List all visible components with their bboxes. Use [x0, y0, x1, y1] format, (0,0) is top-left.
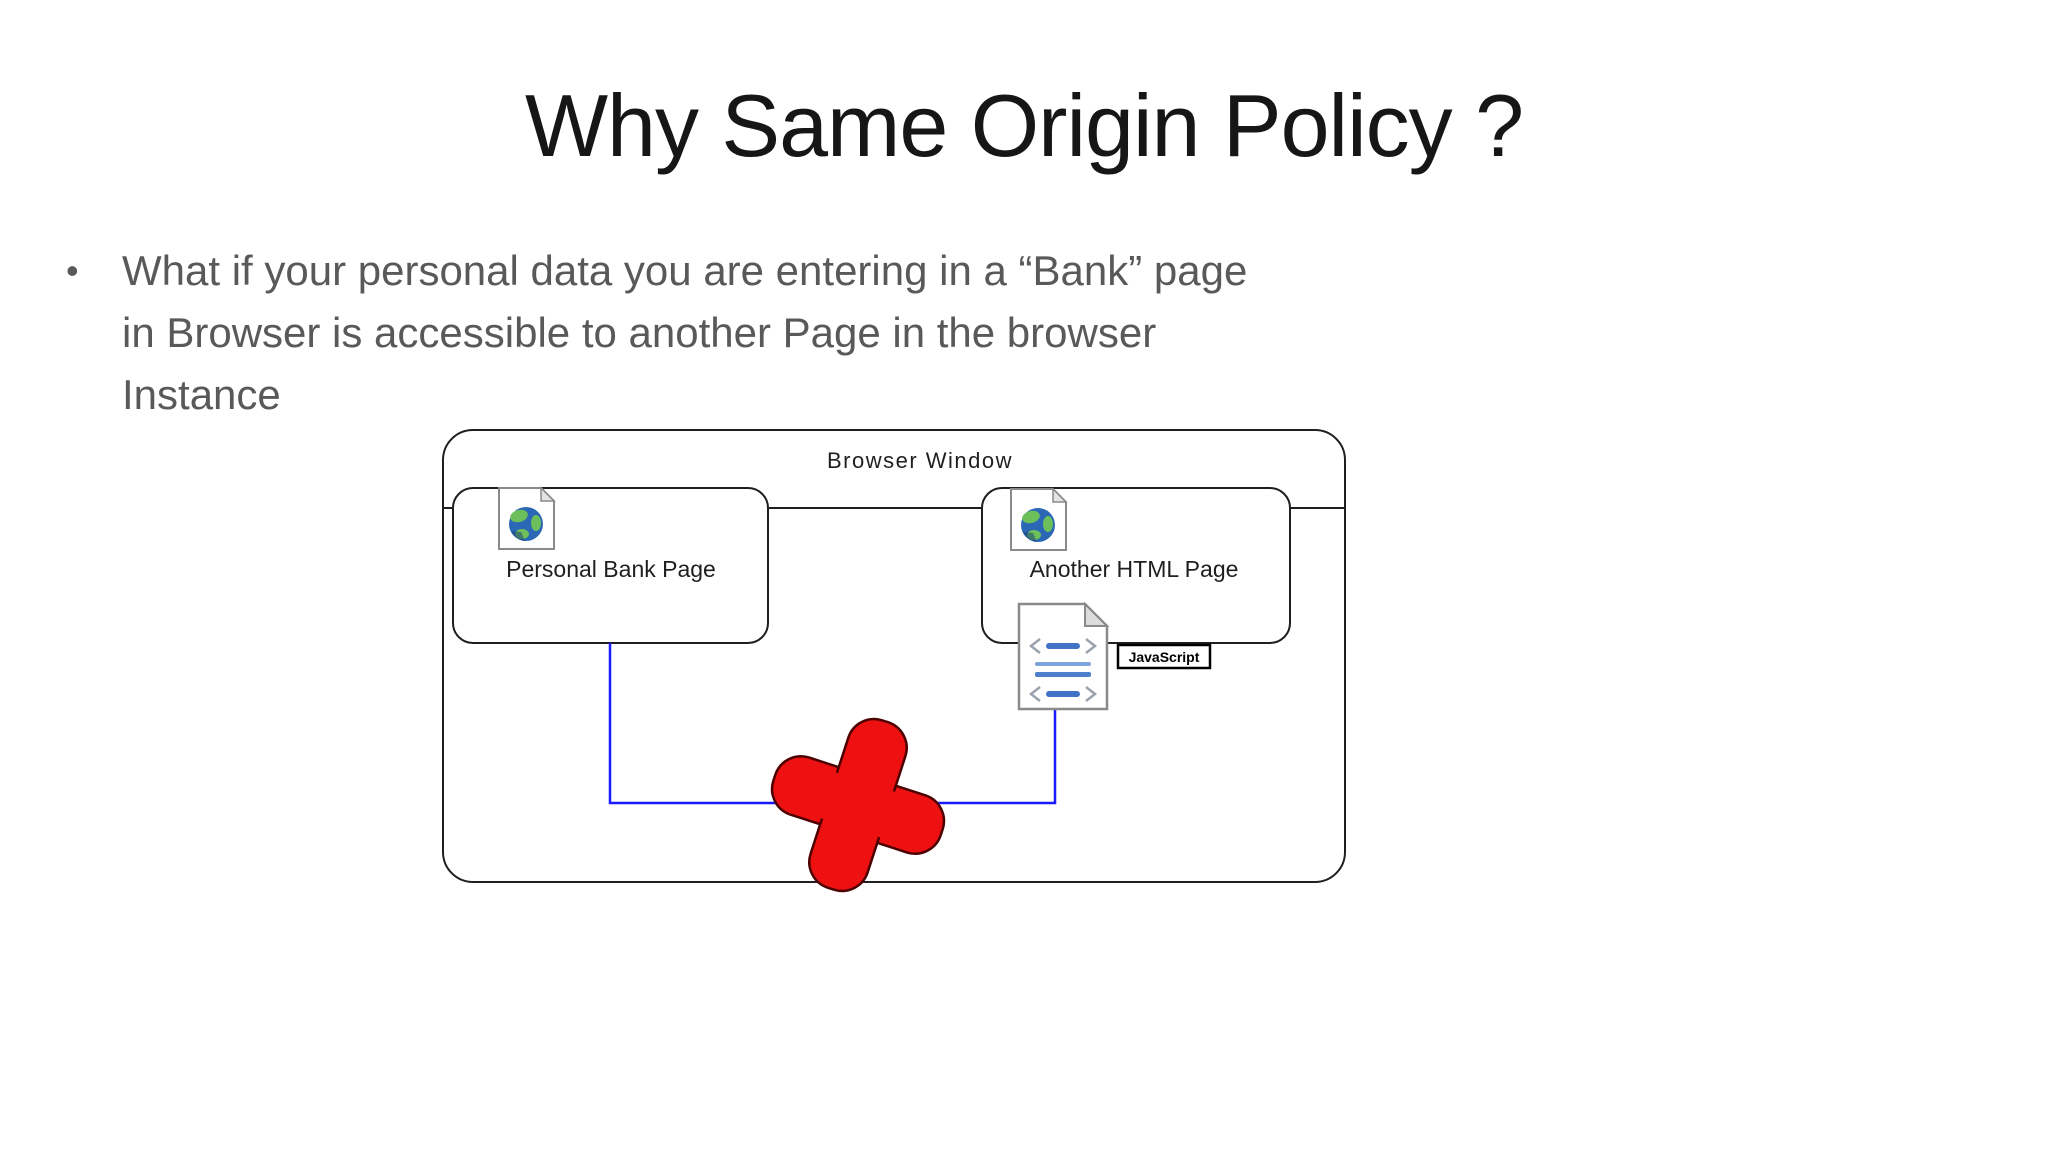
red-cross-blocked-icon [770, 717, 946, 893]
javascript-label-box: JavaScript [1116, 643, 1212, 670]
javascript-label: JavaScript [1129, 649, 1200, 665]
same-origin-diagram: Browser Window Personal Bank Page Anothe… [430, 420, 1360, 905]
bullet-line-1: What if your personal data you are enter… [122, 247, 1248, 294]
browser-window-label: Browser Window [827, 448, 1013, 473]
bullet-marker: • [66, 250, 79, 291]
bullet-line-2: in Browser is accessible to another Page… [122, 309, 1157, 356]
another-html-page-label: Another HTML Page [1030, 556, 1239, 582]
html-page-globe-icon [498, 486, 556, 550]
html-page-globe-icon [1010, 487, 1068, 551]
javascript-code-document-icon [1017, 601, 1110, 711]
personal-bank-page-label: Personal Bank Page [506, 556, 716, 582]
bullet-text: What if your personal data you are enter… [122, 240, 1247, 426]
browser-window-frame [442, 429, 1346, 883]
bullet-paragraph: • What if your personal data you are ent… [66, 240, 1247, 426]
diagram-canvas: Browser Window Personal Bank Page Anothe… [442, 429, 1346, 893]
bullet-line-3: Instance [122, 371, 281, 418]
page-title: Why Same Origin Policy ? [524, 76, 1524, 175]
